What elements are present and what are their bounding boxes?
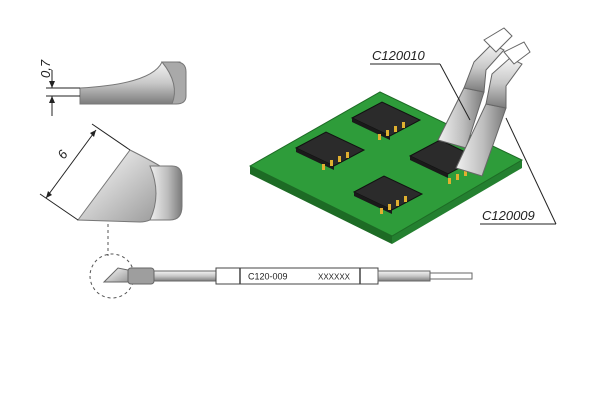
dim-arrowhead-up	[49, 81, 55, 88]
tip-side-view: 0,7	[38, 59, 187, 116]
callout-bottom-label: C120009	[482, 208, 535, 223]
pcb-illustration: C120010 C120009	[248, 27, 557, 244]
dim6-head-b	[46, 191, 52, 198]
cartridge-collar	[127, 267, 155, 285]
blade-shape	[77, 149, 161, 223]
cartridge-pin	[429, 272, 473, 280]
pcb-side-right	[392, 160, 522, 244]
tip-c120010	[437, 27, 513, 149]
tip-side-collar	[160, 61, 187, 105]
dim6-line	[45, 129, 97, 199]
callout-line-top	[439, 63, 471, 121]
smd-chip	[352, 175, 424, 214]
cartridge: C120-009 XXXXXX	[89, 253, 473, 299]
dim6-ext-b	[39, 193, 79, 221]
callout-line-bottom	[505, 117, 557, 225]
smd-chip	[294, 131, 366, 170]
blade-collar	[149, 165, 183, 221]
part-number-label: C120-009	[248, 272, 288, 282]
cartridge-neck	[153, 270, 217, 282]
callout-top-label: C120010	[372, 48, 426, 63]
width-label: 6	[54, 146, 71, 161]
tip-c120009	[455, 41, 531, 177]
thickness-label: 0,7	[38, 59, 53, 78]
smd-chip	[350, 101, 422, 140]
dim-arrowhead-down	[49, 96, 55, 103]
cartridge-rear-shaft	[377, 270, 431, 282]
tip-front-view: 6	[39, 123, 183, 256]
marking-label: XXXXXX	[318, 273, 351, 282]
dim6-ext-a	[91, 123, 131, 151]
dim6-head-a	[90, 130, 96, 137]
pcb-side-left	[250, 166, 392, 244]
cartridge-tip	[102, 267, 129, 283]
